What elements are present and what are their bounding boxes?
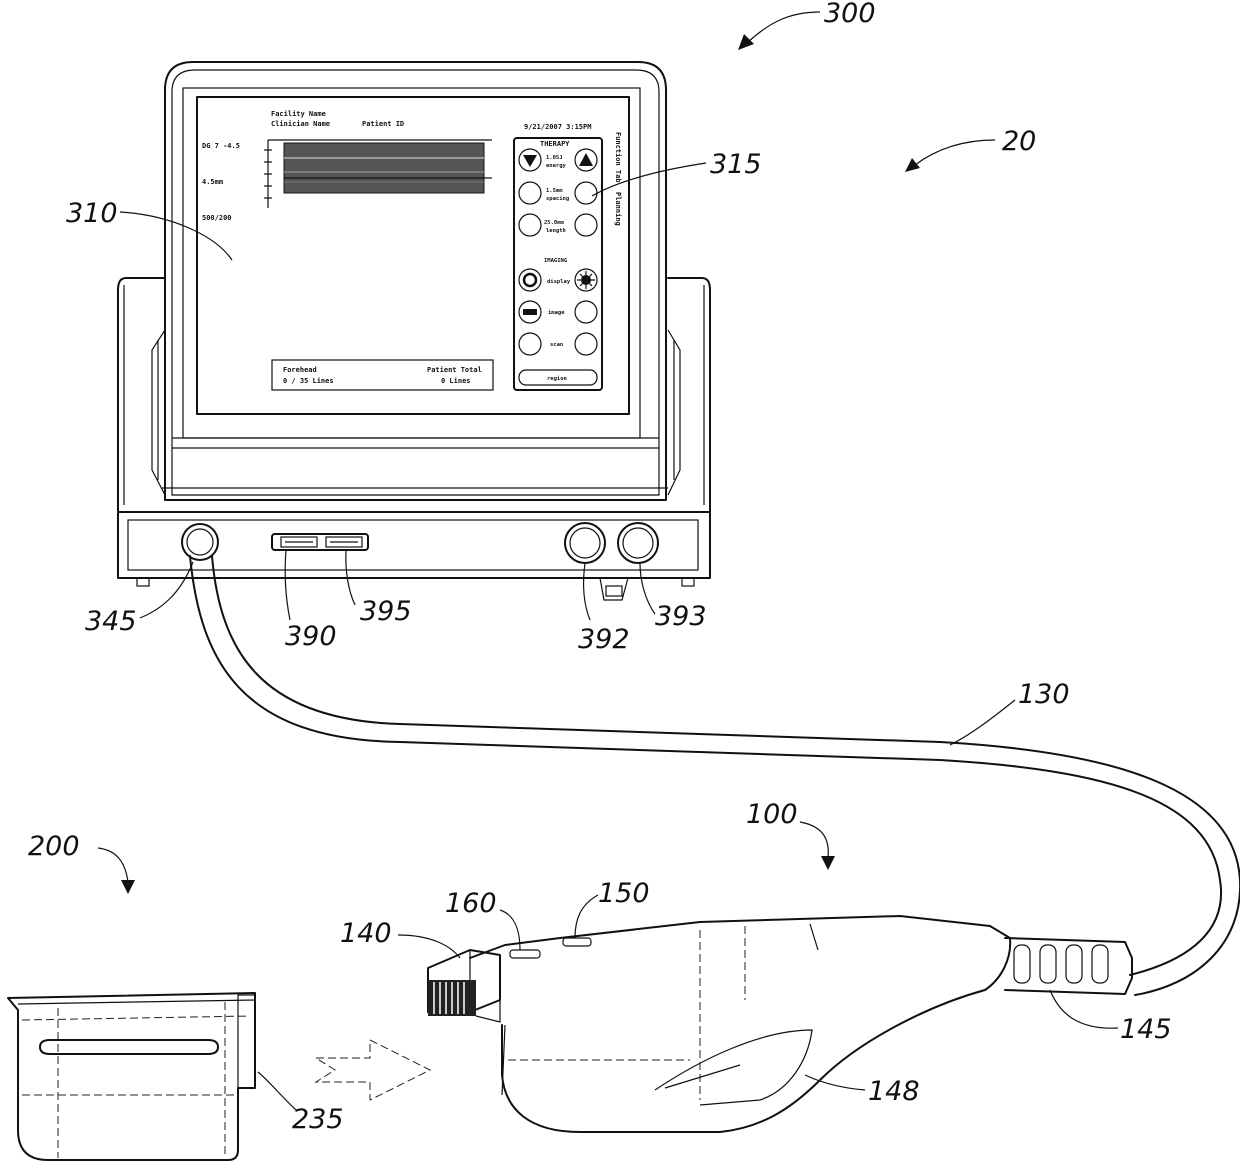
label-140: 140 xyxy=(340,918,392,949)
label-160: 160 xyxy=(445,888,497,919)
label-345: 345 xyxy=(85,606,137,637)
region-label: region xyxy=(547,376,567,382)
label-150: 150 xyxy=(598,878,650,909)
status-right-1: Patient Total xyxy=(427,366,482,374)
length-label: length xyxy=(546,228,566,234)
handpiece-button-150[interactable] xyxy=(563,938,591,946)
ultrasound-image xyxy=(264,140,492,208)
image-label: image xyxy=(548,310,565,316)
energy-label: energy xyxy=(546,163,567,169)
depth-value: 4.5mm xyxy=(202,178,223,186)
transducer-face xyxy=(428,980,476,1016)
handpiece-button-160[interactable] xyxy=(510,950,540,958)
spacing-left-button[interactable] xyxy=(519,182,541,204)
depth-gain: DG 7 -4.5 xyxy=(202,142,240,150)
side-tab-planning[interactable]: Planning xyxy=(614,192,622,226)
minus-icon xyxy=(523,309,537,315)
label-393: 393 xyxy=(655,601,707,632)
cartridge-latch xyxy=(238,995,255,1088)
control-panel xyxy=(514,138,602,390)
datetime: 9/21/2007 3:15PM xyxy=(524,123,591,131)
length-value: 25.0mm xyxy=(544,220,565,226)
imaging-heading: IMAGING xyxy=(544,258,568,264)
display-left-button[interactable] xyxy=(519,269,541,291)
scan-left-button[interactable] xyxy=(519,333,541,355)
label-130: 130 xyxy=(1018,679,1070,710)
scan-right-button[interactable] xyxy=(575,333,597,355)
label-315: 315 xyxy=(710,149,762,180)
energy-value: 1.05J xyxy=(546,155,563,161)
label-145: 145 xyxy=(1120,1014,1172,1045)
control-button-393[interactable] xyxy=(618,523,658,563)
label-392: 392 xyxy=(578,624,630,655)
scan-label: scan xyxy=(550,342,563,348)
leader-lines xyxy=(98,12,1118,1110)
arrow-up-icon xyxy=(579,153,593,166)
spacing-value: 1.5mm xyxy=(546,188,563,194)
screen-ui: Facility Name Clinician Name Patient ID … xyxy=(202,110,622,390)
side-tab-function[interactable]: Function Tab xyxy=(614,132,622,183)
arrow-down-icon xyxy=(523,155,537,167)
handpiece xyxy=(428,916,1132,1132)
length-left-button[interactable] xyxy=(519,214,541,236)
ratio-value: 500/200 xyxy=(202,214,232,222)
label-200: 200 xyxy=(28,831,80,862)
image-right-button[interactable] xyxy=(575,301,597,323)
label-100: 100 xyxy=(746,799,798,830)
facility-name: Facility Name xyxy=(271,110,326,118)
label-310: 310 xyxy=(66,198,118,229)
cartridge-slot xyxy=(40,1040,218,1054)
insertion-arrow-icon xyxy=(316,1040,430,1100)
status-right-2: 0 Lines xyxy=(441,377,471,385)
status-box xyxy=(272,360,493,390)
spacing-label: spacing xyxy=(546,196,569,202)
clinician-name: Clinician Name xyxy=(271,120,330,128)
strain-relief xyxy=(1005,938,1132,994)
reference-numerals: 300 20 310 315 345 390 395 392 393 130 1… xyxy=(28,0,1172,1135)
status-left-2: 0 / 35 Lines xyxy=(283,377,334,385)
status-left-1: Forehead xyxy=(283,366,317,374)
label-148: 148 xyxy=(868,1076,920,1107)
therapy-heading: THERAPY xyxy=(540,140,570,148)
label-300: 300 xyxy=(824,0,876,29)
patient-id: Patient ID xyxy=(362,120,404,128)
cartridge xyxy=(8,993,255,1160)
length-right-button[interactable] xyxy=(575,214,597,236)
display-toggle-icon xyxy=(524,274,536,286)
control-button-392[interactable] xyxy=(565,523,605,563)
display-label: display xyxy=(547,279,571,285)
label-395: 395 xyxy=(360,596,412,627)
label-235: 235 xyxy=(292,1104,344,1135)
spacing-right-button[interactable] xyxy=(575,182,597,204)
label-390: 390 xyxy=(285,621,337,652)
label-20: 20 xyxy=(1002,126,1036,157)
